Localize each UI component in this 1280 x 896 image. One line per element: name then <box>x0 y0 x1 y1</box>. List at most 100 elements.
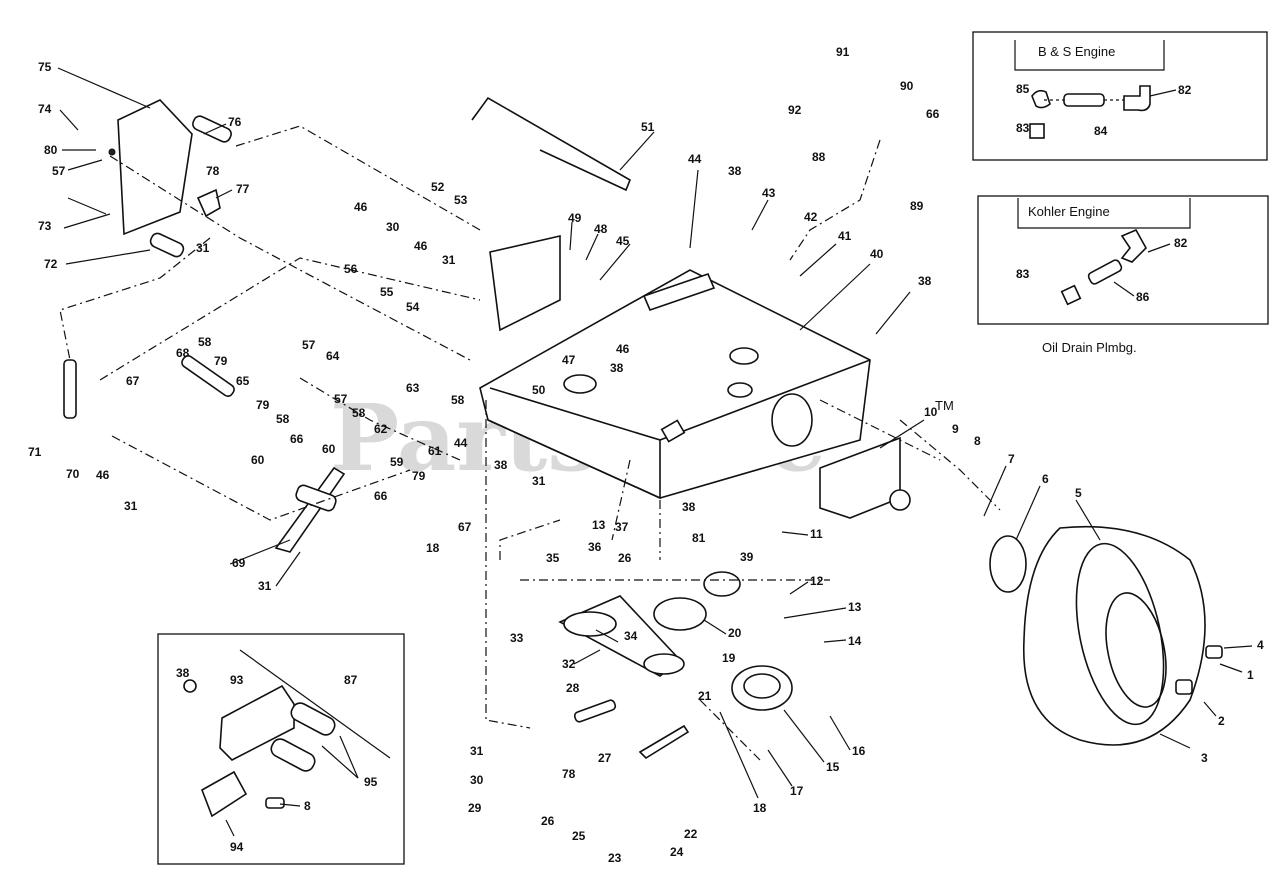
callout-13a: 13 <box>592 518 606 532</box>
callout-38a: 38 <box>728 164 742 178</box>
callout-79b: 79 <box>256 398 270 412</box>
callout-74: 74 <box>38 102 52 116</box>
callout-94: 94 <box>230 840 244 854</box>
callout-66c: 66 <box>374 489 388 503</box>
callout-5: 5 <box>1075 486 1082 500</box>
callout-59: 59 <box>390 455 404 469</box>
bracket-27 <box>638 724 690 760</box>
bracket-inset <box>157 633 405 865</box>
oil-drain-caption: Oil Drain Plmbg. <box>1042 340 1137 355</box>
callout-56: 56 <box>344 262 358 276</box>
callout-58a: 58 <box>198 335 212 349</box>
callout-78a: 78 <box>206 164 220 178</box>
callout-84: 84 <box>1094 124 1108 138</box>
callout-17: 17 <box>790 784 804 798</box>
callout-23: 23 <box>608 851 622 865</box>
callout-31d: 31 <box>532 474 546 488</box>
callout-65: 65 <box>236 374 250 388</box>
rod-51 <box>471 96 632 192</box>
callout-43: 43 <box>762 186 776 200</box>
callout-12: 12 <box>810 574 824 588</box>
kohler-engine-title: Kohler Engine <box>1028 204 1110 219</box>
pulley-15 <box>731 665 793 711</box>
callout-39: 39 <box>740 550 754 564</box>
callout-89: 89 <box>910 199 924 213</box>
callout-67b: 67 <box>458 520 472 534</box>
callout-79a: 79 <box>214 354 228 368</box>
pin-72 <box>149 232 185 258</box>
callout-48: 48 <box>594 222 608 236</box>
callout-75: 75 <box>38 60 52 74</box>
pin-76 <box>192 115 232 143</box>
callout-13b: 13 <box>848 600 862 614</box>
watermark-tm: TM <box>935 398 954 413</box>
callout-46b: 46 <box>414 239 428 253</box>
callout-38b: 38 <box>918 274 932 288</box>
callout-85: 85 <box>1016 82 1030 96</box>
callout-66b: 66 <box>290 432 304 446</box>
callout-2: 2 <box>1218 714 1225 728</box>
callout-14: 14 <box>848 634 862 648</box>
callout-31a: 31 <box>196 241 210 255</box>
callout-68: 68 <box>176 346 190 360</box>
callout-10: 10 <box>924 405 938 419</box>
callout-70: 70 <box>66 467 80 481</box>
callout-55: 55 <box>380 285 394 299</box>
callout-76: 76 <box>228 115 242 129</box>
callout-29: 29 <box>468 801 482 815</box>
callout-78b: 78 <box>562 767 576 781</box>
callout-82b: 82 <box>1174 236 1188 250</box>
bracket-49 <box>489 234 561 332</box>
callout-66a: 66 <box>926 107 940 121</box>
callout-16: 16 <box>852 744 866 758</box>
wheel-assembly <box>989 525 1223 746</box>
main-frame <box>479 269 911 519</box>
callout-21: 21 <box>698 689 712 703</box>
bs-engine-title: B & S Engine <box>1038 44 1115 59</box>
callout-88: 88 <box>812 150 826 164</box>
callout-4: 4 <box>1257 638 1264 652</box>
callout-50: 50 <box>532 383 546 397</box>
callout-26b: 26 <box>541 814 555 828</box>
callout-47: 47 <box>562 353 576 367</box>
callout-91: 91 <box>836 45 850 59</box>
callout-6: 6 <box>1042 472 1049 486</box>
callout-82a: 82 <box>1178 83 1192 97</box>
callout-71: 71 <box>28 445 42 459</box>
callout-57a: 57 <box>52 164 66 178</box>
damper-68 <box>181 355 235 397</box>
callout-7: 7 <box>1008 452 1015 466</box>
pedal-plate <box>117 99 193 236</box>
callout-67a: 67 <box>126 374 140 388</box>
callout-38e: 38 <box>682 500 696 514</box>
callout-73: 73 <box>38 219 52 233</box>
callout-60a: 60 <box>251 453 265 467</box>
callout-28: 28 <box>566 681 580 695</box>
callout-86: 86 <box>1136 290 1150 304</box>
callout-26a: 26 <box>618 551 632 565</box>
callout-60b: 60 <box>322 442 336 456</box>
callout-46c: 46 <box>616 342 630 356</box>
callout-58d: 58 <box>276 412 290 426</box>
callout-87: 87 <box>344 673 358 687</box>
callout-49: 49 <box>568 211 582 225</box>
callout-61: 61 <box>428 444 442 458</box>
lever-69 <box>274 466 346 553</box>
pulley-39 <box>703 571 741 597</box>
callout-38f: 38 <box>176 666 190 680</box>
callout-81: 81 <box>692 531 706 545</box>
callout-38d: 38 <box>494 458 508 472</box>
callout-62: 62 <box>374 422 388 436</box>
callout-8b: 8 <box>304 799 311 813</box>
callout-83b: 83 <box>1016 267 1030 281</box>
callout-37: 37 <box>615 520 629 534</box>
callout-44a: 44 <box>688 152 702 166</box>
callout-15: 15 <box>826 760 840 774</box>
callout-18b: 18 <box>426 541 440 555</box>
callout-45: 45 <box>616 234 630 248</box>
bracket-77 <box>196 188 221 218</box>
callout-1: 1 <box>1247 668 1254 682</box>
callout-64: 64 <box>326 349 340 363</box>
callout-95: 95 <box>364 775 378 789</box>
